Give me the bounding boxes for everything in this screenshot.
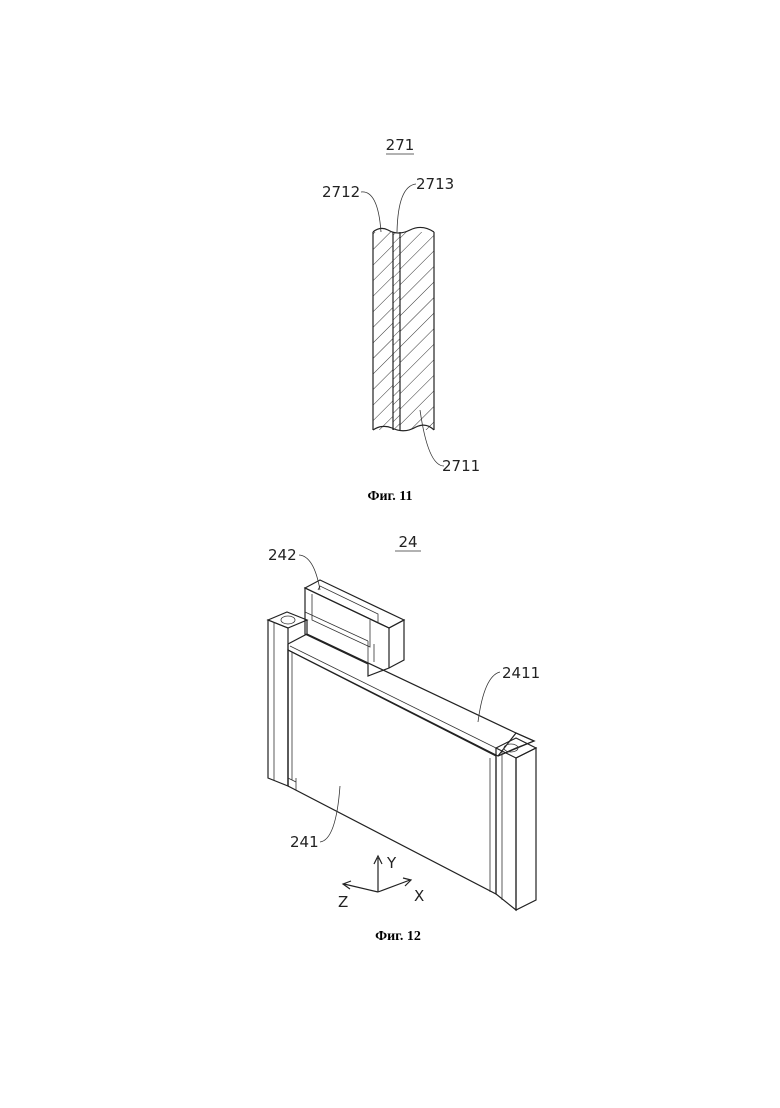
layer-2711 [400,232,434,430]
battery-cell-body [268,612,536,910]
axis-z-label: Z [338,893,348,911]
figure-12-caption: Фиг. 12 [375,929,421,944]
callout-2713: 2713 [416,175,454,193]
figure-11-caption: Фиг. 11 [367,489,412,504]
callout-2711: 2711 [442,457,480,475]
layered-section [373,227,434,430]
callout-2411: 2411 [502,664,540,682]
axis-y-label: Y [386,854,397,872]
callout-2712: 2712 [322,183,360,201]
figure-12-reference: 24 [398,533,417,551]
callout-241: 241 [290,833,319,851]
connector-242 [305,580,404,676]
layer-2712 [373,232,393,430]
figure-12: 24 [268,533,540,944]
figure-11-reference: 271 [386,136,415,154]
callout-242: 242 [268,546,297,564]
axis-x-label: X [414,887,424,905]
coordinate-axes: Y X Z [338,854,424,911]
layer-2713 [393,232,400,430]
figure-11: 271 2712 2713 2711 Фиг. 11 [322,136,480,504]
